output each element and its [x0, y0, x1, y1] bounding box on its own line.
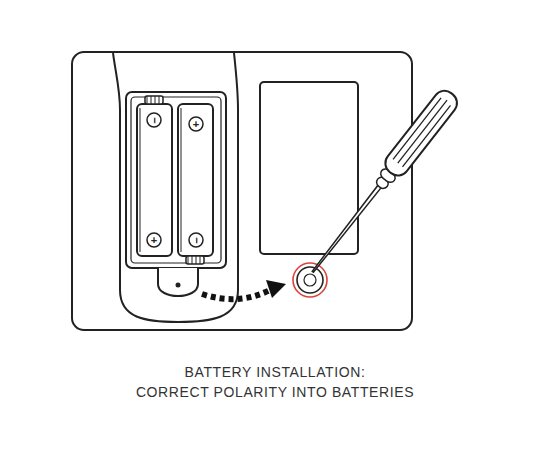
- polarity-mark: −: [149, 117, 160, 123]
- battery-cell: [178, 104, 213, 256]
- screw-head: [304, 274, 316, 286]
- move-arrow: [202, 290, 270, 299]
- spring-coil: [188, 256, 200, 264]
- screwdriver: [303, 86, 461, 279]
- polarity-mark: −: [191, 237, 202, 243]
- arrow-head: [266, 280, 286, 298]
- spring-contact: [145, 96, 163, 104]
- compartment-inner: [131, 97, 221, 263]
- battery-compartment: [126, 92, 226, 268]
- polarity-circle: [189, 117, 203, 131]
- screw-hole: [297, 267, 323, 293]
- polarity-mark: +: [151, 235, 157, 246]
- cell-edge: [181, 108, 182, 252]
- tab-hole: [176, 283, 181, 288]
- polarity-circle: [147, 113, 161, 127]
- polarity-mark: +: [193, 119, 199, 130]
- remote-body: [113, 53, 238, 322]
- cover-recess: [260, 82, 358, 254]
- battery-cell: [137, 104, 172, 256]
- caption-heading: BATTERY INSTALLATION:: [0, 365, 550, 379]
- polarity-circle: [147, 233, 161, 247]
- housing-outline: [72, 52, 412, 330]
- screw-tab: [158, 268, 198, 296]
- spring-coil: [147, 96, 159, 104]
- cell-edge: [140, 108, 141, 252]
- caption-text: CORRECT POLARITY INTO BATTERIES: [0, 385, 550, 399]
- spring-contact: [186, 256, 204, 264]
- polarity-circle: [189, 233, 203, 247]
- highlight-ring: [293, 263, 327, 297]
